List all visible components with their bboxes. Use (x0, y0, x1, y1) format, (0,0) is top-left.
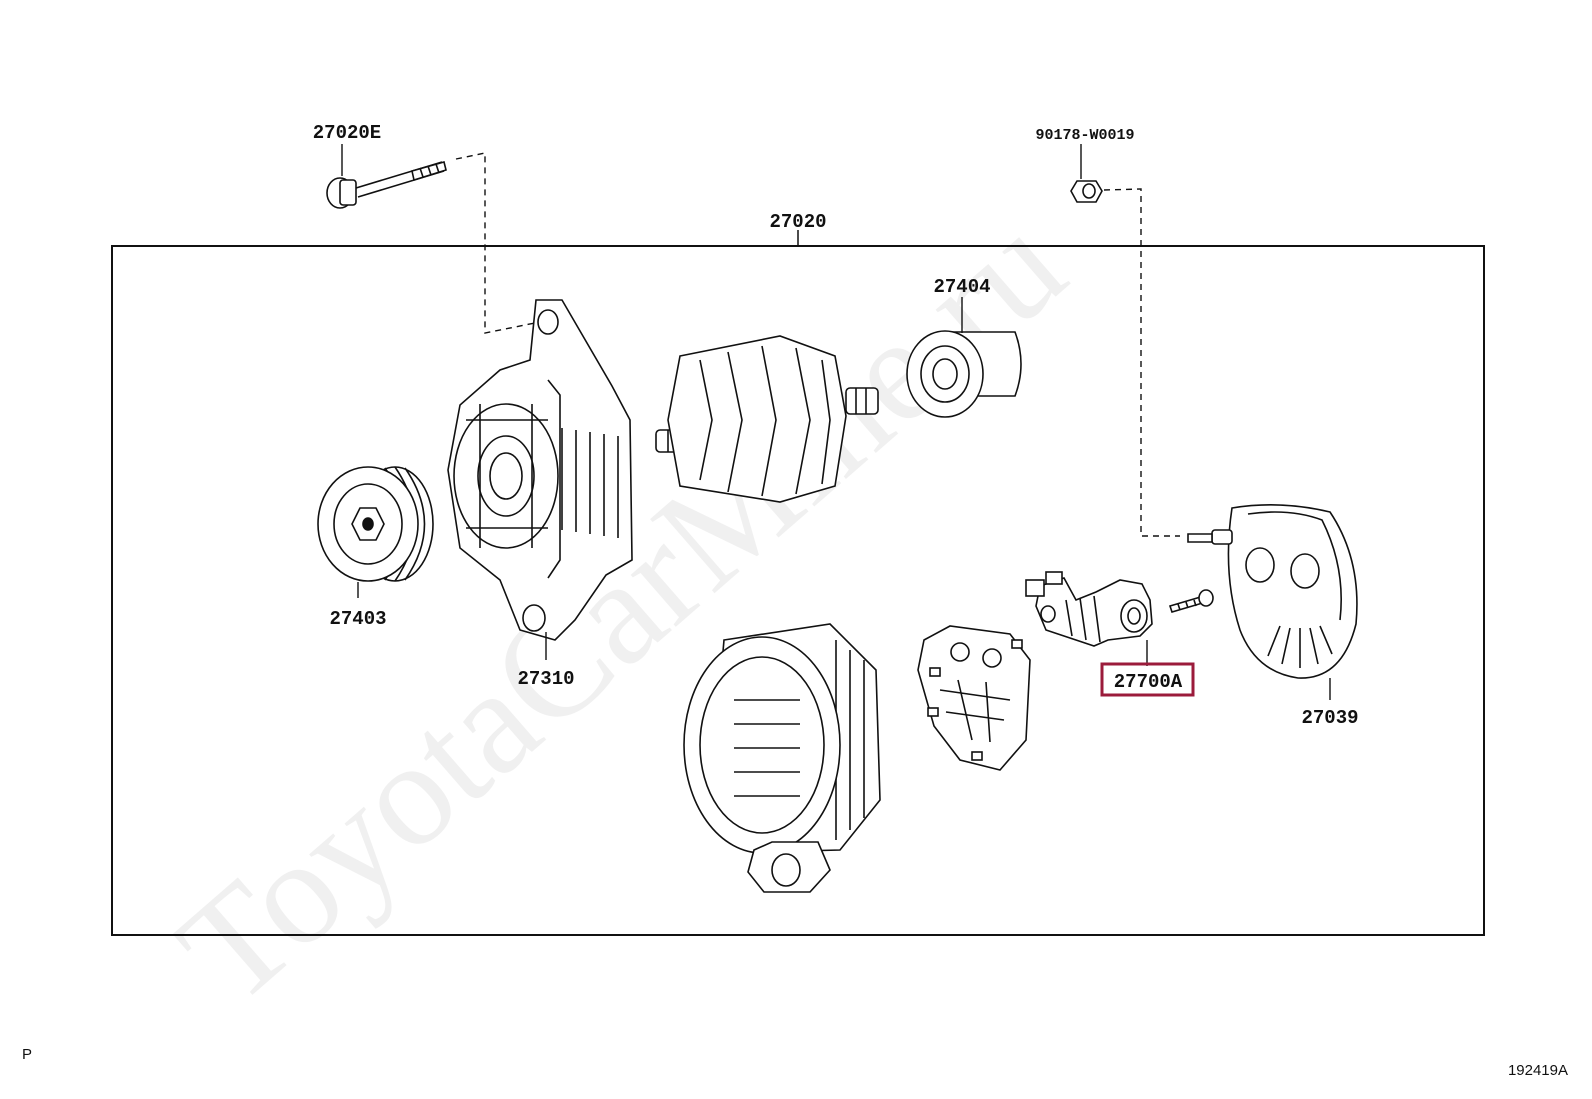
nut-part-number[interactable]: 90178-W0019 (1035, 127, 1134, 144)
rectifier-drawing[interactable] (917, 625, 1031, 771)
end-cover-drawing[interactable] (1187, 504, 1358, 679)
diagram-code: 192419A (1507, 1062, 1568, 1079)
drive-end-frame-drawing[interactable] (447, 299, 633, 641)
stator-drawing[interactable] (683, 623, 881, 893)
assembly-number-label[interactable]: 27020 (769, 211, 826, 233)
bearing-part-number[interactable]: 27404 (933, 276, 990, 298)
nut-dashed-leader (1103, 188, 1180, 537)
drive-end-frame-part-number[interactable]: 27310 (517, 668, 574, 690)
pulley-drawing[interactable] (317, 466, 434, 582)
regulator-part-number[interactable]: 27700A (1114, 671, 1183, 693)
rotor-drawing[interactable] (655, 335, 879, 503)
corner-mark: P (22, 1046, 33, 1063)
pulley-part-number[interactable]: 27403 (329, 608, 386, 630)
regulator-highlight-box (1100, 662, 1195, 697)
end-cover-part-number[interactable]: 27039 (1301, 707, 1358, 729)
bolt-dashed-leader (455, 152, 536, 334)
regulator-drawing[interactable] (1025, 571, 1214, 647)
nut-drawing[interactable] (1070, 180, 1103, 203)
bolt-drawing[interactable] (326, 161, 447, 209)
watermark: ToyotaCarMine.ru (148, 181, 1095, 1035)
bearing-drawing[interactable] (906, 330, 1022, 418)
bolt-part-number[interactable]: 27020E (313, 122, 381, 144)
